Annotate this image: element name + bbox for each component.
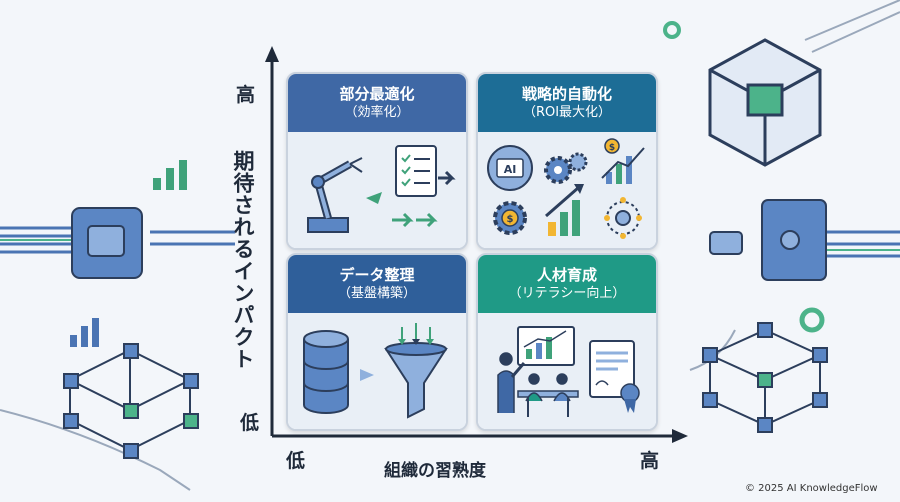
arrow-right-icon: [360, 369, 374, 381]
presentation-board-icon: [517, 326, 575, 366]
right-cube-icon: [708, 38, 822, 167]
growth-chart-icon: $: [601, 138, 645, 184]
quadrant-subtitle: （基盤構築）: [337, 286, 416, 301]
funnel-icon: [384, 323, 448, 419]
y-axis-high-label: 高: [236, 84, 256, 106]
quadrant-illustration: [288, 132, 466, 248]
y-axis-low-label: 低: [240, 412, 260, 434]
left-network-icon: [63, 343, 199, 459]
quadrant-talent-development: 人材育成 （リテラシー向上）: [476, 253, 658, 431]
quadrant-subtitle: （効率化）: [344, 105, 410, 120]
left-connector-icon: [71, 207, 143, 279]
quadrant-strategic-automation: 戦略的自動化 （ROI最大化） AI $: [476, 72, 658, 250]
quadrant-illustration: [288, 313, 466, 429]
x-axis-low-label: 低: [286, 450, 306, 472]
quadrant-subtitle: （リテラシー向上）: [508, 286, 626, 301]
quadrant-title: 戦略的自動化: [521, 85, 612, 103]
quadrant-illustration: AI $ $: [478, 132, 656, 248]
checklist-icon: [395, 145, 437, 197]
database-icon: [303, 330, 349, 414]
dollar-gear-icon: $: [493, 201, 527, 235]
arrow-right-icon: [366, 170, 456, 228]
right-pie-icon: [663, 21, 825, 333]
ai-chip-label: AI: [504, 163, 517, 176]
quadrant-illustration: [478, 313, 656, 429]
quadrant-title: データ整理: [339, 266, 415, 284]
chart-axes: [265, 46, 688, 443]
copyright-credit: © 2025 AI KnowledgeFlow: [745, 483, 878, 494]
quadrant-title: 人材育成: [536, 266, 597, 284]
circuit-lines: [0, 0, 900, 491]
quadrant-data-organization: データ整理 （基盤構築）: [286, 253, 468, 431]
dollar-coin-label: $: [609, 143, 615, 153]
network-node-icon: [604, 197, 642, 239]
robot-arm-icon: [307, 157, 363, 233]
right-connector-icon: [709, 199, 827, 281]
x-axis-title: 組織の習熟度: [384, 461, 486, 481]
quadrant-header: データ整理 （基盤構築）: [288, 255, 466, 313]
quadrant-partial-optimization: 部分最適化 （効率化）: [286, 72, 468, 250]
dollar-gear-label: $: [507, 214, 514, 225]
ai-brain-icon: AI: [487, 145, 533, 191]
bar-chart-up-icon: [545, 184, 584, 236]
gear-icon: [544, 152, 588, 184]
quadrant-header: 部分最適化 （効率化）: [288, 74, 466, 132]
quadrant-subtitle: （ROI最大化）: [522, 105, 612, 120]
right-network-icon: [702, 322, 828, 433]
quadrant-header: 人材育成 （リテラシー向上）: [478, 255, 656, 313]
people-meeting-icon: [497, 352, 579, 417]
left-bar-chart-icon: [153, 160, 187, 190]
quadrant-title: 部分最適化: [339, 85, 415, 103]
left-bar-chart-icon-2: [70, 318, 99, 347]
y-axis-title: 期待されるインパクト: [231, 150, 255, 370]
quadrant-header: 戦略的自動化 （ROI最大化）: [478, 74, 656, 132]
certificate-icon: [589, 340, 640, 413]
x-axis-high-label: 高: [640, 450, 660, 472]
